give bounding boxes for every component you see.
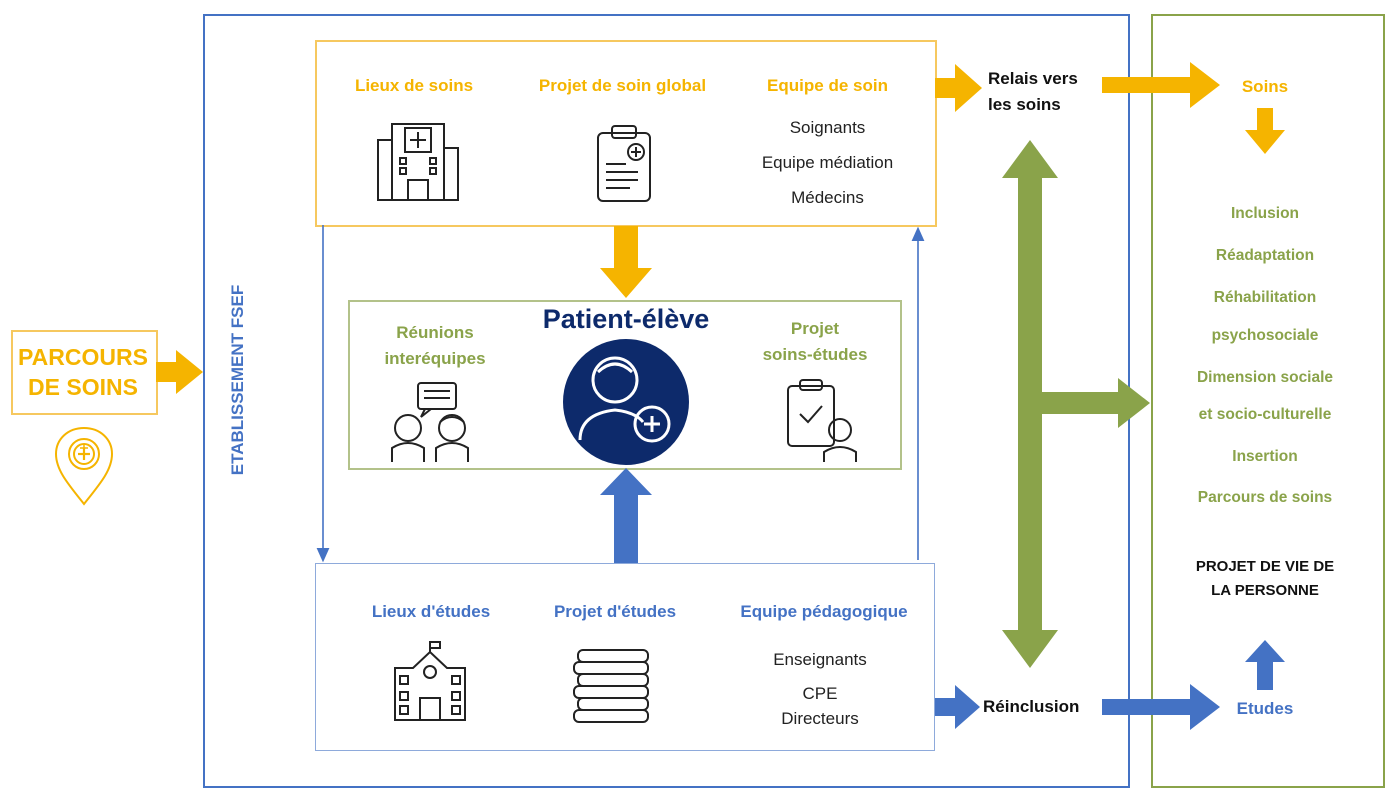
projet-line2: soins-études: [762, 345, 868, 364]
outcome-item-2: Réadaptation: [1215, 247, 1315, 264]
green-horizontal-arrow: [1042, 378, 1150, 428]
relais-line2: les soins: [988, 95, 1061, 114]
etudes-member-3: Directeurs: [781, 709, 859, 728]
school-icon: [394, 641, 466, 721]
lieux-etudes-heading: Lieux d'études: [371, 602, 491, 621]
projet-soins-etudes-icon: [787, 379, 857, 462]
parcours-label: PARCOURS DE SOINS: [12, 342, 154, 402]
projet-etudes-heading: Projet d'études: [553, 602, 677, 621]
outcome-item-4: psychosociale: [1211, 327, 1319, 344]
relais-arrow: [935, 64, 982, 112]
soins-arrow: [1102, 62, 1220, 108]
projet-soins-etudes-label: Projet soins-études: [740, 316, 890, 368]
outcome-item-3: Réhabilitation: [1213, 289, 1317, 306]
soin-member-1: Soignants: [789, 118, 866, 137]
etudes-arrow: [1102, 684, 1220, 730]
etudes-member-2: CPE: [802, 684, 838, 703]
equipe-soin-heading: Equipe de soin: [767, 76, 888, 95]
outcome-item-1: Inclusion: [1230, 205, 1300, 222]
patient-box: [348, 300, 902, 470]
projet-vie-label: PROJET DE VIE DE LA PERSONNE: [1155, 555, 1375, 603]
outcome-item-6: et socio-culturelle: [1198, 406, 1332, 423]
clipboard-medical-icon: [597, 125, 651, 202]
projet-vie-line2: LA PERSONNE: [1211, 582, 1319, 599]
reunions-line2: interéquipes: [384, 349, 486, 368]
patient-icon: [578, 356, 671, 443]
projet-soin-heading: Projet de soin global: [538, 76, 707, 95]
reunions-label: Réunions interéquipes: [360, 320, 510, 372]
parcours-arrow: [156, 350, 203, 394]
reinclusion-label: Réinclusion: [983, 697, 1080, 716]
relais-line1: Relais vers: [988, 69, 1078, 88]
meeting-icon: [391, 382, 469, 462]
parcours-line2: DE SOINS: [28, 374, 138, 400]
patient-circle: [563, 339, 689, 465]
soins-down-arrow: [1245, 108, 1285, 154]
projet-vie-line1: PROJET DE VIE DE: [1195, 558, 1335, 575]
soins-label: Soins: [1241, 77, 1289, 96]
books-icon: [573, 649, 649, 723]
etudes-label: Etudes: [1236, 699, 1294, 718]
reunions-line1: Réunions: [396, 323, 474, 342]
outcome-item-8: Parcours de soins: [1197, 489, 1333, 506]
etudes-box: [315, 563, 935, 751]
green-vertical-arrow: [1002, 140, 1058, 668]
soin-member-2: Equipe médiation: [761, 153, 894, 172]
patient-title: Patient-élève: [542, 304, 710, 334]
establishment-label: ETABLISSEMENT FSEF: [228, 284, 247, 476]
soin-to-patient-arrow: [600, 226, 652, 298]
outcome-item-7: Insertion: [1232, 448, 1298, 465]
reinclusion-arrow: [935, 685, 980, 729]
etudes-up-arrow: [1245, 640, 1285, 690]
etudes-to-patient-arrow: [600, 468, 652, 563]
lieux-soins-heading: Lieux de soins: [354, 76, 474, 95]
parcours-line1: PARCOURS: [18, 344, 148, 370]
location-pin-icon: [54, 426, 114, 506]
relais-label: Relais vers les soins: [988, 66, 1108, 118]
outcome-item-5: Dimension sociale: [1196, 369, 1334, 386]
etudes-member-1: Enseignants: [773, 650, 867, 669]
projet-line1: Projet: [790, 319, 840, 338]
hospital-icon: [377, 123, 459, 201]
equipe-pedagogique-heading: Equipe pédagogique: [740, 602, 908, 621]
soin-member-3: Médecins: [791, 188, 864, 207]
